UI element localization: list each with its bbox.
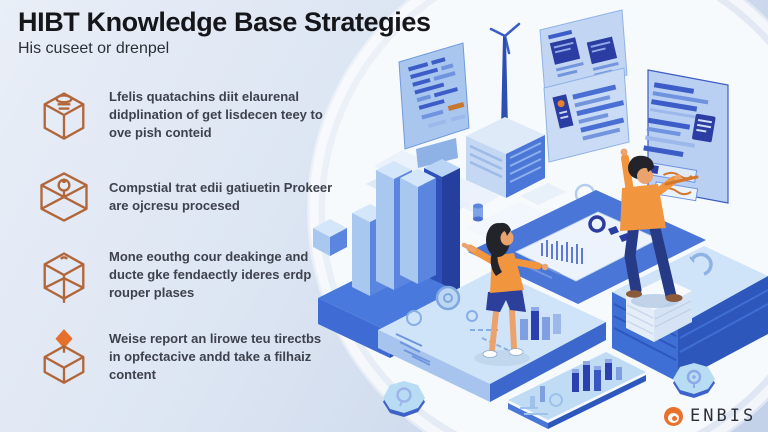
platform-right bbox=[612, 246, 768, 382]
bullet-text-3: Mone eouthg cour deakinge and ducte gke … bbox=[109, 249, 312, 300]
bullet-item-3: Mone eouthg cour deakinge and ducte gke … bbox=[34, 244, 333, 306]
building-block bbox=[466, 117, 545, 198]
chart-tile bbox=[508, 352, 646, 429]
hex-tile-right bbox=[673, 363, 715, 398]
open-box-diamond-icon bbox=[34, 326, 94, 388]
bullet-text-2: Compstial trat edii gatiuetin Prokeer ar… bbox=[109, 180, 333, 213]
person-woman bbox=[461, 222, 549, 366]
bullet-item-4: Weise report an lirowe teu tirectbs in o… bbox=[34, 326, 333, 388]
info-panel-middle bbox=[543, 67, 630, 163]
bullet-text-1: Lfelis quatachins diit elaurenal didplin… bbox=[109, 89, 323, 140]
logo-text: ENBIS bbox=[690, 406, 757, 426]
info-panel-right bbox=[638, 69, 729, 204]
page-subtitle: His cuseet or drenpel bbox=[18, 40, 170, 57]
enbis-logo-icon bbox=[664, 406, 683, 426]
cube-coin-icon bbox=[34, 84, 94, 146]
bullet-item-2: Compstial trat edii gatiuetin Prokeer ar… bbox=[34, 166, 333, 228]
hexagon-key-icon bbox=[34, 166, 94, 228]
bullet-text-4: Weise report an lirowe teu tirectbs in o… bbox=[109, 331, 322, 382]
wireframe-cube-icon bbox=[34, 244, 94, 306]
header: HIBT Knowledge Base Strategies His cusee… bbox=[18, 6, 431, 58]
hex-tile-left bbox=[383, 381, 425, 417]
bullet-item-1: Lfelis quatachins diit elaurenal didplin… bbox=[34, 84, 333, 146]
page-title: HIBT Knowledge Base Strategies bbox=[18, 7, 431, 37]
brand-logo: ENBIS bbox=[664, 406, 756, 426]
person-man bbox=[620, 148, 699, 308]
dashboard-screen bbox=[398, 42, 470, 168]
